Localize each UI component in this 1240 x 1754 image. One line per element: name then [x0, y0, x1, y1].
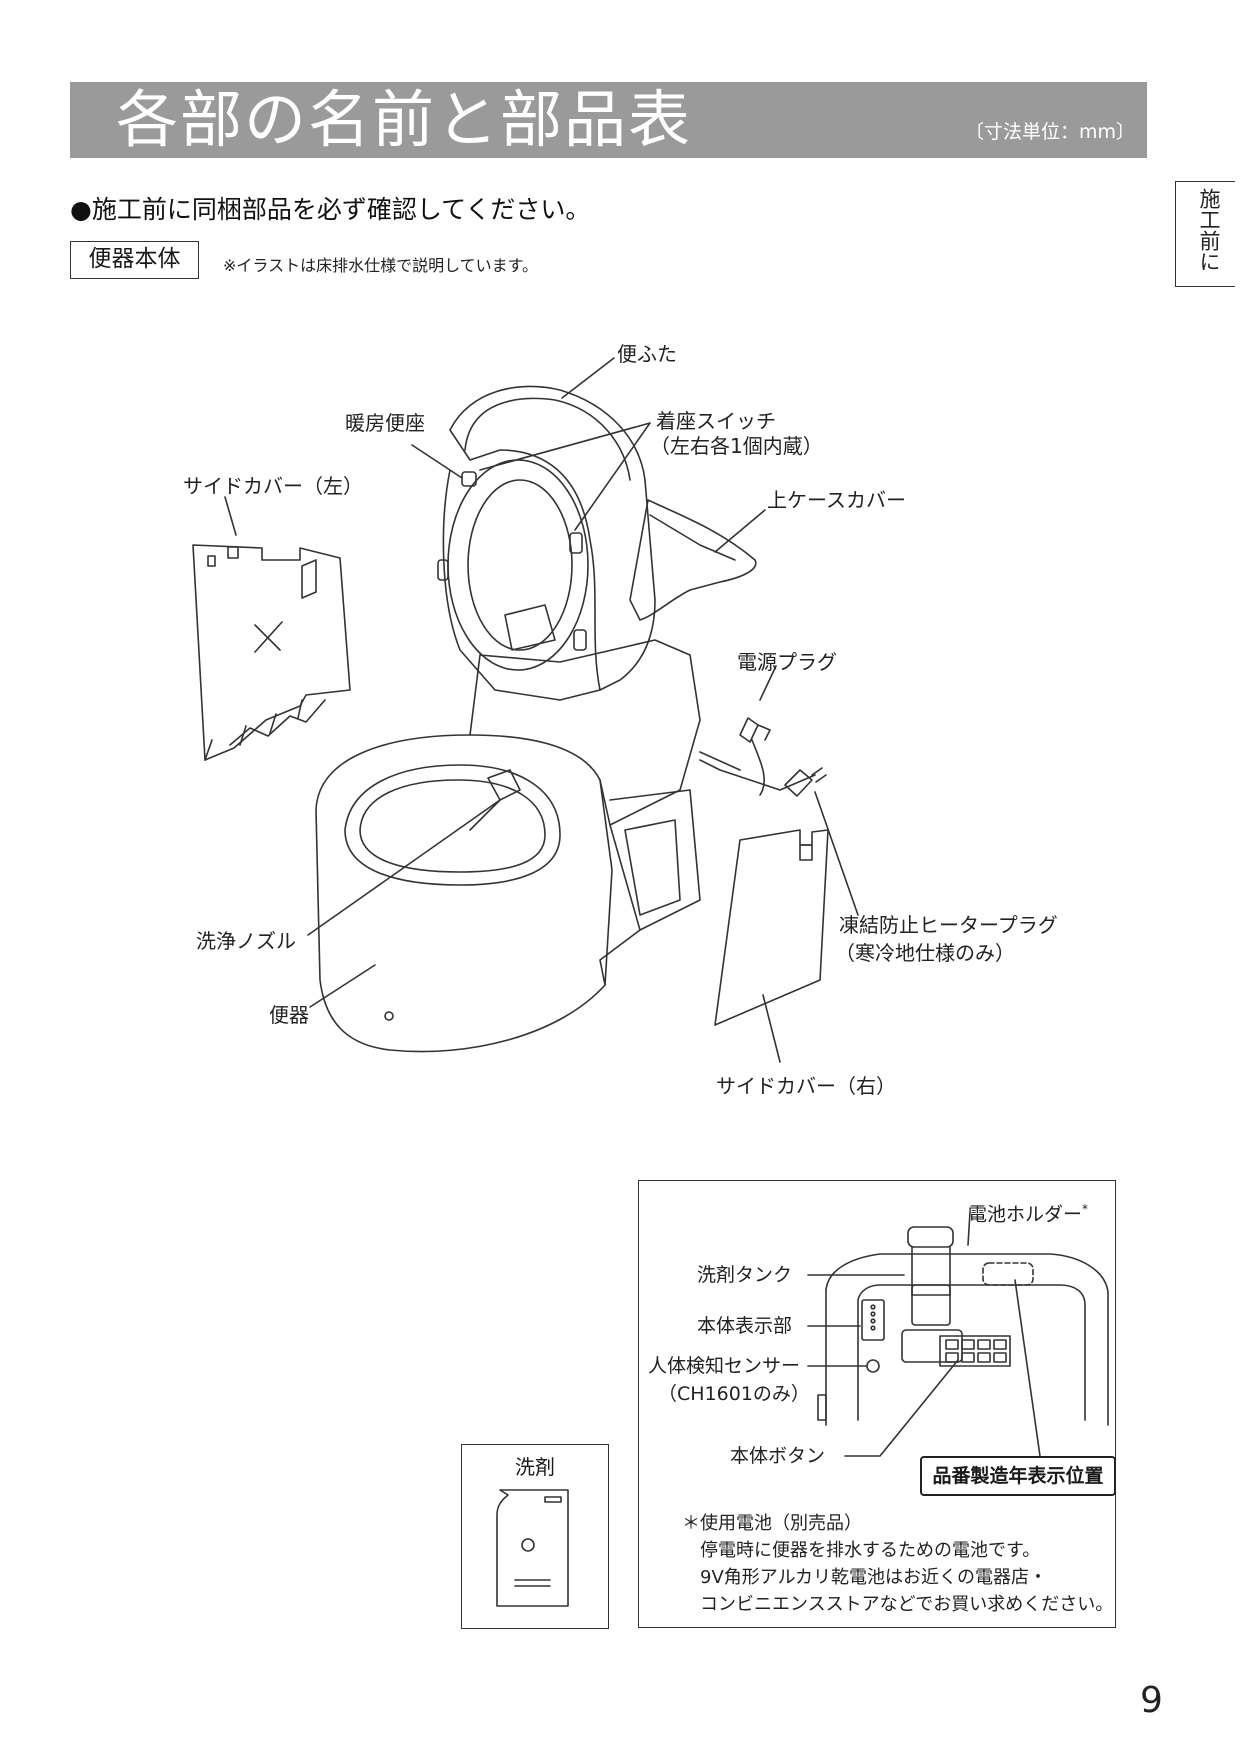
- label-lid: 便ふた: [617, 342, 677, 366]
- power-plug-drawing: [739, 717, 771, 796]
- leader-heated-seat: [411, 444, 463, 479]
- toilet-body-drawing: [469, 639, 816, 986]
- leader-side-cover-left: [224, 496, 237, 536]
- leader-upper-case: [714, 509, 766, 553]
- label-human-sensor-note: （CH1601のみ）: [658, 1383, 810, 1405]
- leader-nozzle: [307, 799, 501, 936]
- seat-lid-drawing: [437, 385, 656, 701]
- label-body-display: 本体表示部: [697, 1315, 793, 1337]
- leader-seat-switch: [479, 422, 651, 531]
- detergent-title: 洗剤: [515, 1455, 555, 1479]
- label-battery-holder: 電池ホルダー*: [968, 1202, 1089, 1226]
- leader-battery-holder: [967, 1211, 971, 1246]
- detail-unit-drawing: [817, 1226, 1109, 1426]
- year-location-box: 品番製造年表示位置: [920, 1456, 1116, 1496]
- title-bar: 各部の名前と部品表 〔寸法単位：mm〕: [70, 82, 1147, 158]
- side-tab-label: 施工前に: [1197, 188, 1221, 272]
- leader-antifreeze: [814, 791, 859, 916]
- label-toilet-bowl: 便器: [269, 1003, 309, 1027]
- label-seat-switch: 着座スイッチ: [656, 409, 776, 433]
- label-detergent-tank: 洗剤タンク: [697, 1264, 793, 1286]
- leader-power-plug: [759, 665, 777, 701]
- leader-year-location: [1014, 1279, 1041, 1457]
- label-nozzle: 洗浄ノズル: [196, 929, 296, 953]
- unit-note: 〔寸法単位：mm〕: [964, 121, 1135, 143]
- label-heated-seat: 暖房便座: [345, 411, 425, 435]
- detergent-pouch-drawing: [496, 1489, 569, 1607]
- section-label: 便器本体: [70, 241, 199, 279]
- label-upper-case-cover: 上ケースカバー: [767, 488, 906, 512]
- label-side-cover-left: サイドカバー（左）: [183, 474, 363, 498]
- page-number: 9: [1140, 1680, 1163, 1721]
- leader-bowl: [309, 964, 376, 1008]
- label-human-sensor: 人体検知センサー: [648, 1355, 801, 1377]
- leader-body-button: [844, 1359, 959, 1457]
- label-seat-switch-note: （左右各1個内蔵）: [650, 434, 823, 458]
- battery-note-line2: 9V角形アルカリ乾電池はお近くの電器店・: [700, 1567, 1048, 1588]
- leader-side-cover-right: [762, 994, 781, 1063]
- detergent-box: 洗剤: [461, 1444, 609, 1629]
- section-note: ※イラストは床排水仕様で説明しています。: [223, 256, 539, 275]
- label-antifreeze-note: （寒冷地仕様のみ）: [835, 941, 1015, 965]
- upper-case-cover-drawing: [629, 499, 757, 621]
- label-side-cover-right: サイドカバー（右）: [716, 1074, 896, 1098]
- instruction-text: ●施工前に同梱部品を必ず確認してください。: [70, 195, 591, 224]
- antifreeze-plug-drawing: [784, 767, 827, 797]
- label-body-button: 本体ボタン: [730, 1445, 826, 1467]
- label-antifreeze-plug: 凍結防止ヒータープラグ: [839, 913, 1058, 937]
- side-cover-left-drawing: [192, 544, 351, 761]
- leader-lid: [561, 357, 615, 399]
- toilet-bowl-drawing: [315, 734, 613, 1053]
- detail-box: [638, 1180, 1116, 1628]
- label-power-plug: 電源プラグ: [737, 650, 837, 674]
- side-cover-right-drawing: [714, 829, 829, 1026]
- battery-note-title: ＊使用電池（別売品）: [682, 1513, 862, 1534]
- battery-note-line3: コンビニエンスストアなどでお買い求めください。: [700, 1594, 1114, 1615]
- battery-note-line1: 停電時に便器を排水するための電池です。: [700, 1540, 1041, 1561]
- side-tab[interactable]: 施工前に: [1175, 181, 1235, 287]
- page-title: 各部の名前と部品表: [116, 83, 693, 156]
